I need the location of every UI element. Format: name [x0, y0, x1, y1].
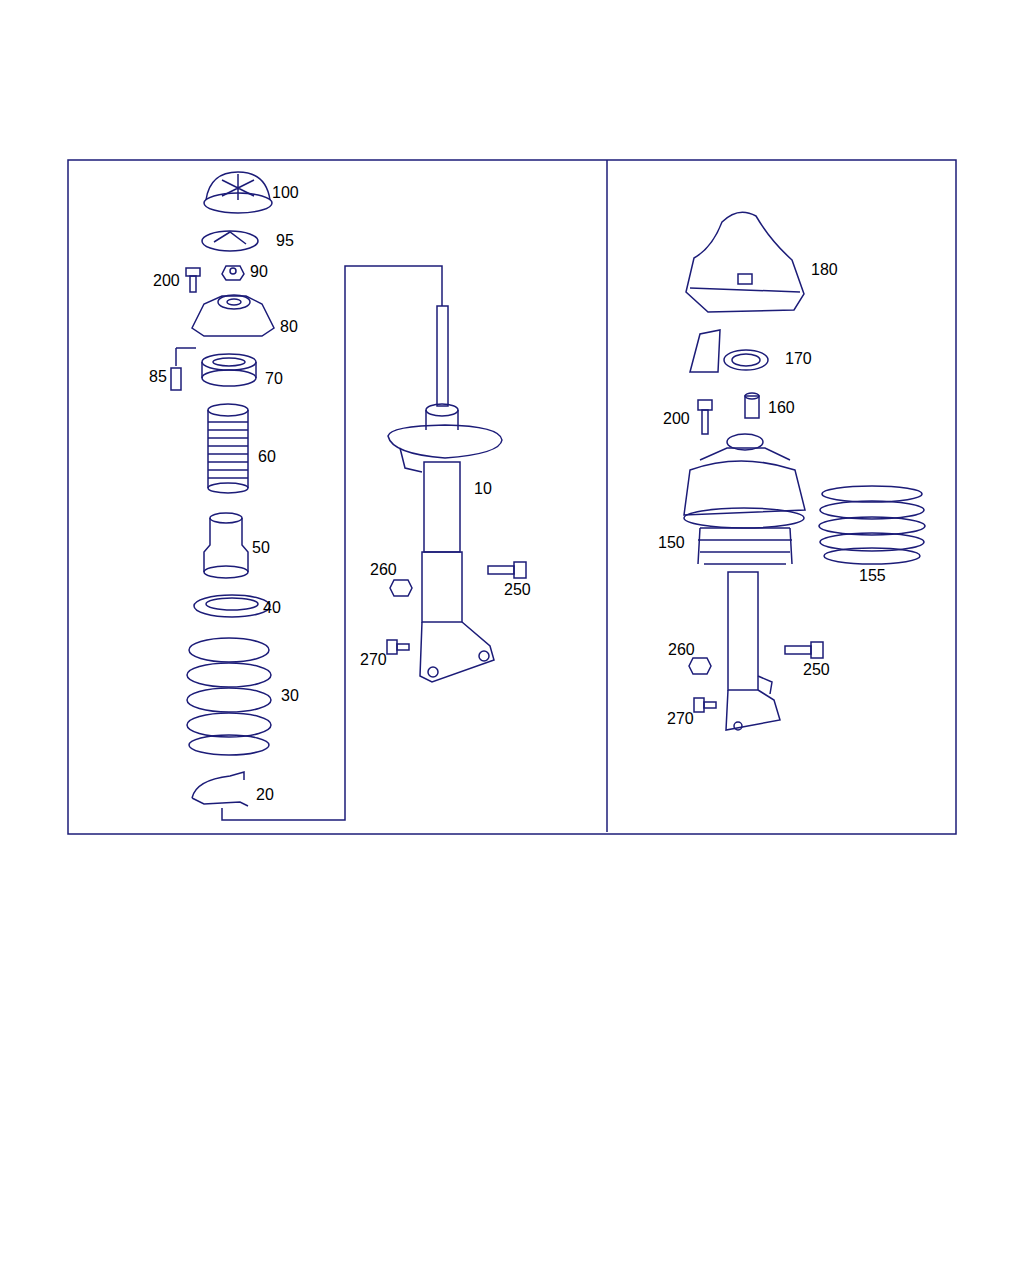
bearing — [202, 354, 256, 386]
callout-number: 60 — [258, 447, 276, 467]
callout-number: 270 — [360, 650, 387, 670]
callout-number: 200 — [663, 409, 690, 429]
bolt — [387, 640, 409, 654]
callout-number: 10 — [474, 479, 492, 499]
callout-number: 260 — [370, 560, 397, 580]
callout-number: 250 — [504, 580, 531, 600]
bellows — [819, 486, 925, 564]
callout-number: 170 — [785, 349, 812, 369]
callout-number: 30 — [281, 686, 299, 706]
bolt — [186, 268, 200, 292]
bolt — [488, 562, 526, 578]
spring-clip — [192, 772, 248, 806]
callout-number: 85 — [149, 367, 167, 387]
bolt — [694, 698, 716, 712]
callout-number: 40 — [263, 598, 281, 618]
callout-number: 100 — [272, 183, 299, 203]
callout-number: 180 — [811, 260, 838, 280]
leader-line — [176, 347, 196, 349]
nut — [689, 658, 711, 674]
callout-number: 80 — [280, 317, 298, 337]
callout-number: 160 — [768, 398, 795, 418]
coil-spring — [187, 638, 271, 755]
panel-frame — [68, 160, 956, 834]
callout-number: 250 — [803, 660, 830, 680]
bracket — [690, 330, 768, 372]
pad — [202, 231, 258, 251]
bolt — [785, 642, 823, 658]
bolt — [698, 400, 712, 434]
cover-cap — [686, 212, 804, 312]
bellows — [208, 404, 248, 493]
bump-stop — [204, 513, 248, 578]
callout-number: 50 — [252, 538, 270, 558]
callout-number: 95 — [276, 231, 294, 251]
callout-number: 155 — [859, 566, 886, 586]
callout-number: 150 — [658, 533, 685, 553]
nut — [222, 266, 244, 280]
strut — [388, 306, 502, 682]
nut — [390, 580, 412, 596]
spring-seat — [194, 595, 270, 617]
callout-number: 200 — [153, 271, 180, 291]
callout-number: 20 — [256, 785, 274, 805]
top-cap — [204, 172, 272, 213]
leader-line — [175, 348, 177, 366]
callout-number: 90 — [250, 262, 268, 282]
mount-plate — [192, 295, 274, 336]
callout-number: 260 — [668, 640, 695, 660]
air-strut — [684, 434, 805, 730]
callout-number: 270 — [667, 709, 694, 729]
nut — [745, 393, 759, 418]
callout-number: 70 — [265, 369, 283, 389]
stud — [171, 368, 181, 390]
